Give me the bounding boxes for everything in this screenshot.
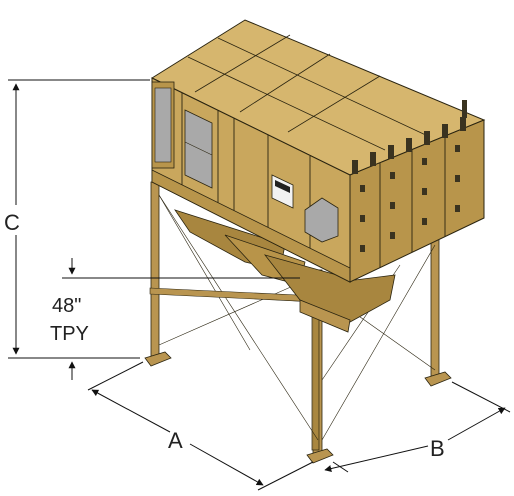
extension-line <box>451 381 511 413</box>
seam <box>217 37 431 138</box>
extension-line <box>257 461 314 491</box>
seam <box>239 53 331 113</box>
side-access-panel <box>304 197 339 243</box>
hopper-outlet <box>299 299 351 333</box>
dim-label-clearance-value: 48" <box>52 295 81 317</box>
door-seam <box>184 141 213 156</box>
dimensions: C 48" TPY A B <box>4 79 511 491</box>
dim-line-a-upper <box>91 389 171 433</box>
dim-line-b-upper <box>447 407 506 441</box>
leg-back-left <box>150 181 160 361</box>
pulse-valves <box>352 100 467 174</box>
brace <box>158 194 319 441</box>
foot-plate <box>424 371 452 387</box>
brace <box>158 194 251 351</box>
foot-plate <box>144 351 172 367</box>
dim-label-clearance-unit: TPY <box>50 323 89 345</box>
dim-line-b-lower <box>324 445 429 472</box>
dim-label-b: B <box>430 436 445 461</box>
body-side <box>349 119 485 283</box>
extension-line <box>332 461 349 473</box>
seam <box>194 34 291 93</box>
nameplate-logo <box>275 180 290 193</box>
leg-back-right <box>430 231 440 381</box>
dim-line-a-lower <box>189 443 264 486</box>
extension-line <box>87 361 144 391</box>
foot-plate <box>306 448 334 464</box>
access-door <box>184 109 213 189</box>
support-structure <box>144 181 452 464</box>
collector-body <box>150 19 486 283</box>
seam <box>287 75 381 133</box>
dim-label-c: C <box>4 210 20 235</box>
inlet-window <box>154 87 172 163</box>
door-clamps <box>360 145 460 252</box>
brace <box>321 244 436 441</box>
dim-label-a: A <box>168 428 183 453</box>
seam <box>187 56 386 151</box>
